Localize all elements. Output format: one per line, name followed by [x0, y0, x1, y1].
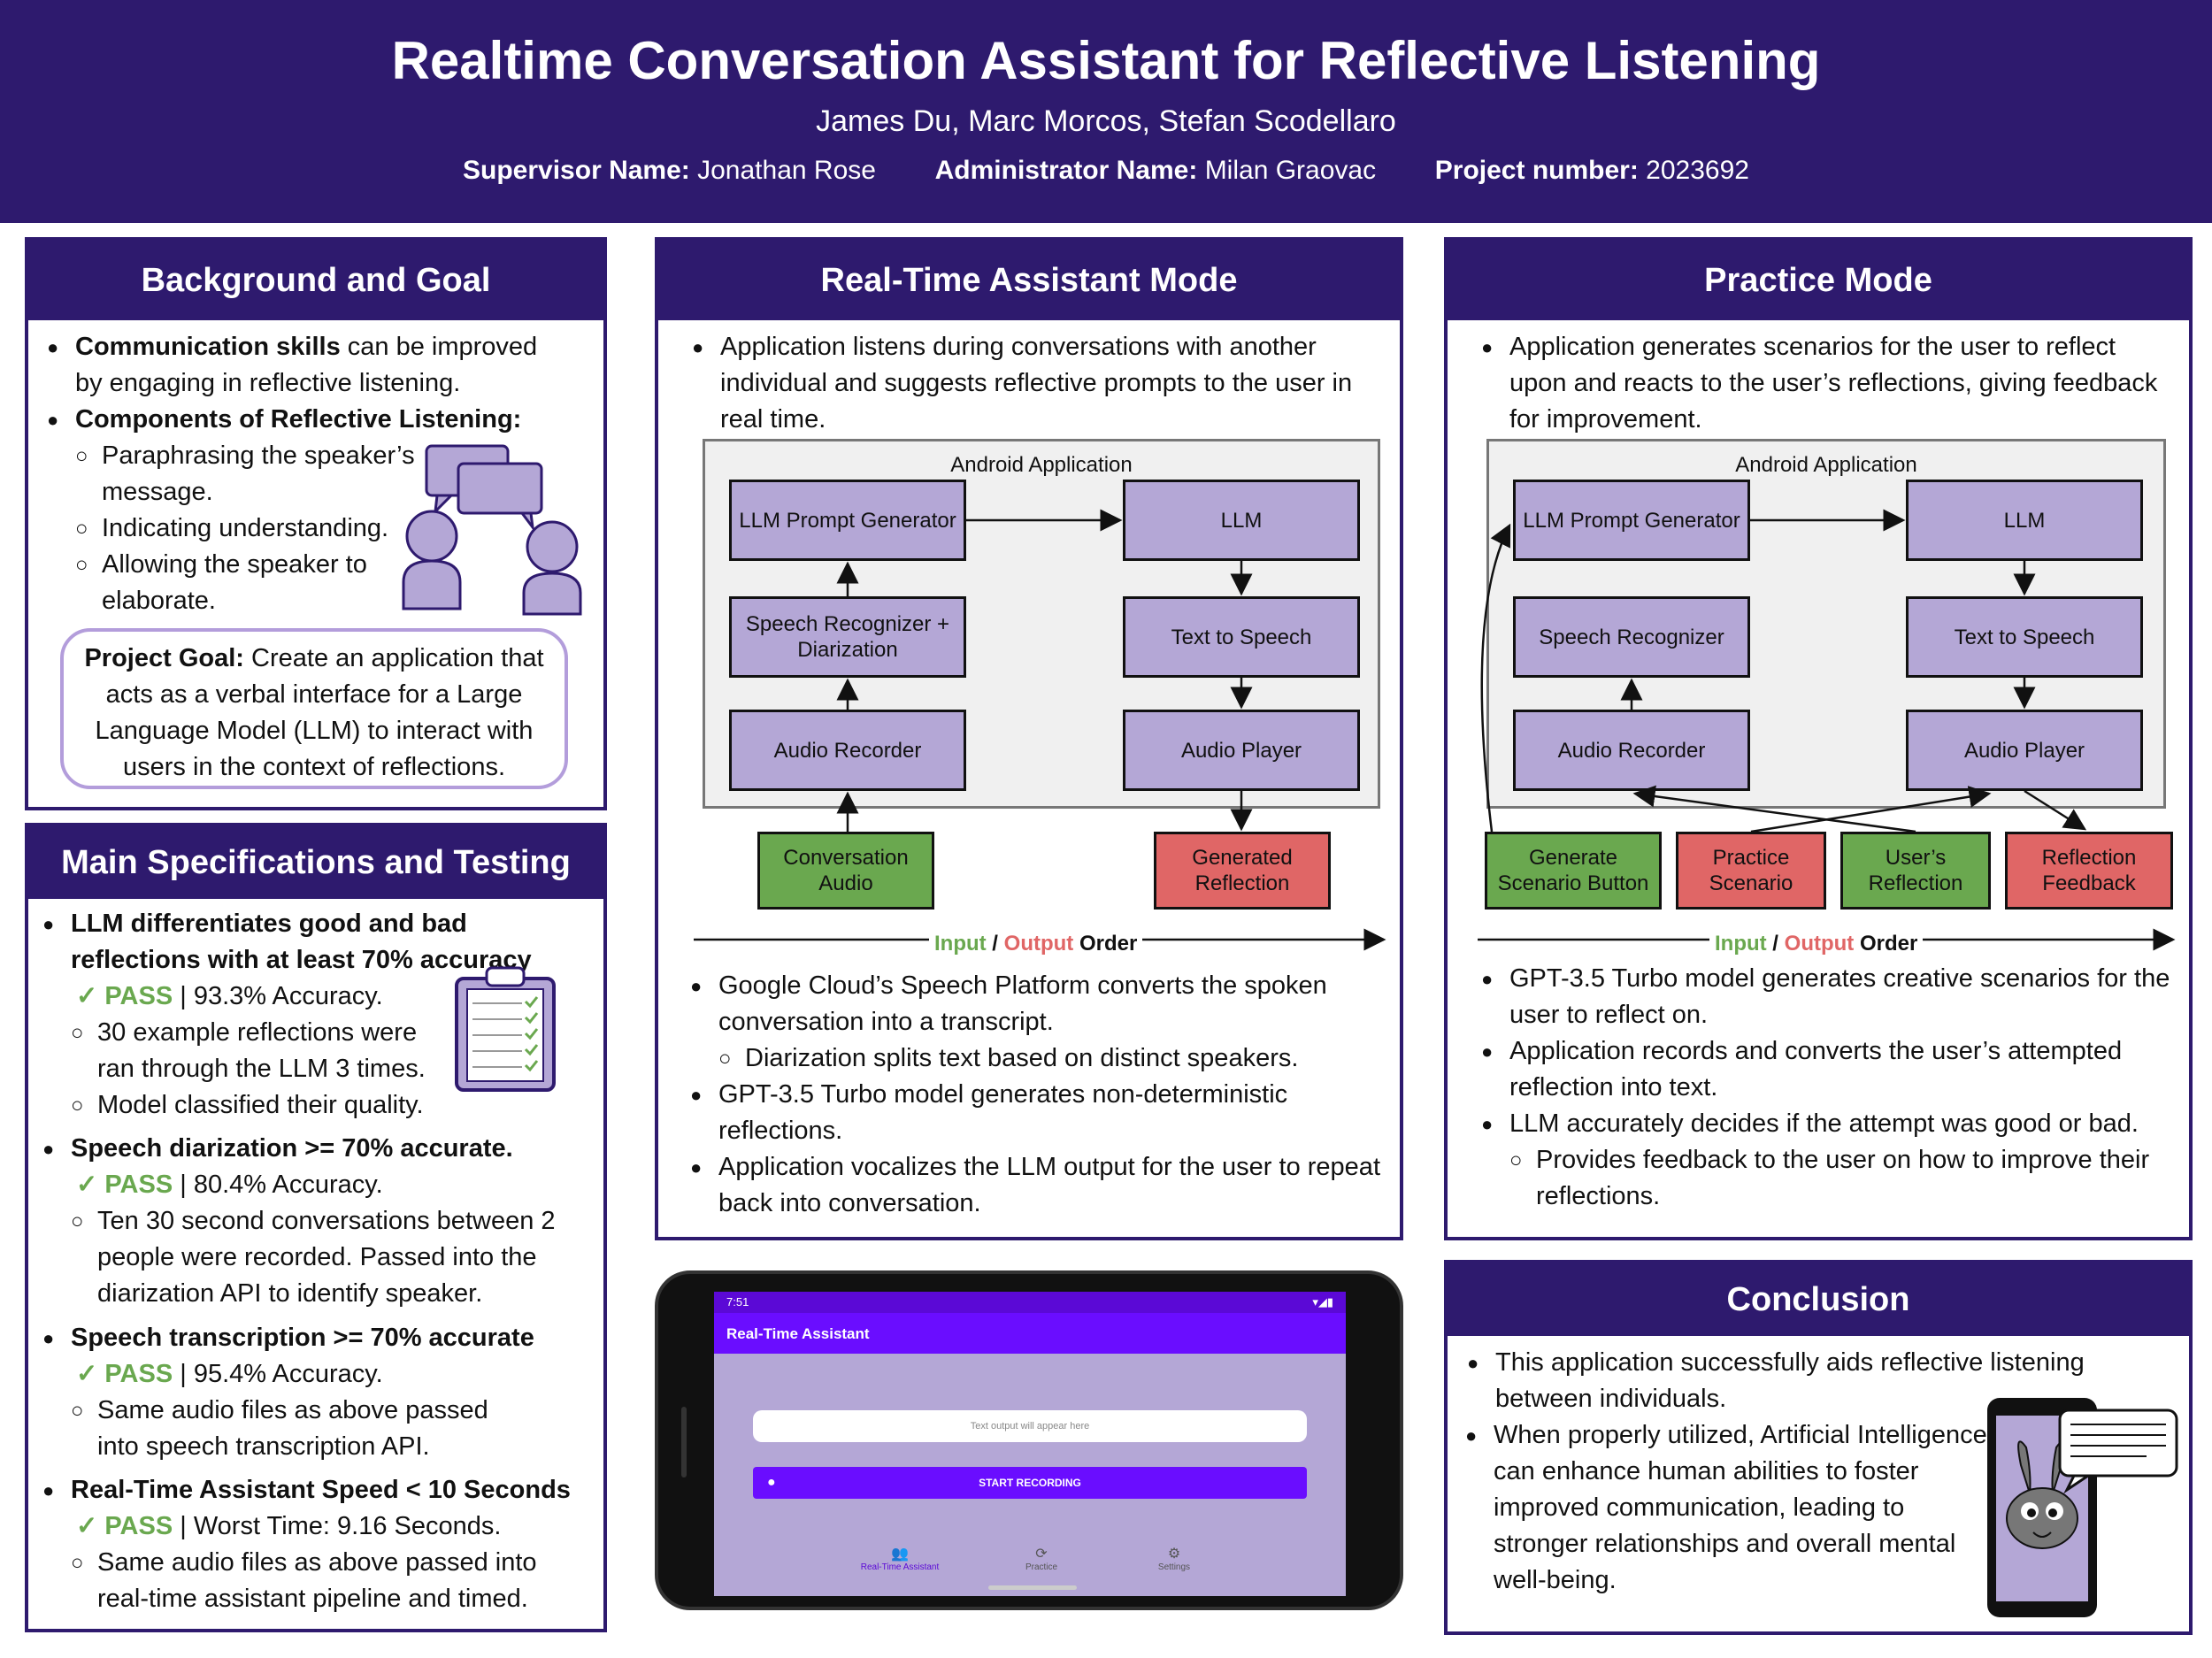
authors: James Du, Marc Morcos, Stefan Scodellaro	[816, 104, 1396, 138]
background-bullet-2: Components of Reflective Listening:	[47, 402, 571, 438]
admin-name: Milan Graovac	[1204, 156, 1377, 185]
home-indicator	[988, 1585, 1077, 1590]
pm-llm-prompt-generator: LLM Prompt Generator	[1513, 480, 1750, 561]
gear-icon: ⚙	[1167, 1547, 1181, 1562]
phone-mockup: 7:51 ▾◢▮ Real-Time Assistant Text output …	[655, 1270, 1403, 1610]
spec-1-result: ✓ PASS | 93.3% Accuracy.	[76, 982, 383, 1010]
realtime-sub-1: Diarization splits text based on distinc…	[718, 1040, 1391, 1077]
text-output-field[interactable]: Text output will appear here	[753, 1410, 1307, 1442]
conclusion-bullet-1: This application successfully aids refle…	[1467, 1345, 2168, 1417]
specs-panel: Main Specifications and Testing LLM diff…	[25, 823, 607, 1632]
rt-audio-recorder: Audio Recorder	[729, 710, 966, 791]
pm-order-label: Input / Output Order	[1709, 925, 1924, 962]
background-sub-1: Paraphrasing the speaker’s message.	[75, 438, 438, 510]
realtime-panel: Real-Time Assistant Mode Application lis…	[655, 237, 1403, 1240]
conclusion-panel: Conclusion This application successfully…	[1444, 1260, 2193, 1635]
realtime-heading: Real-Time Assistant Mode	[658, 241, 1400, 320]
spec-3-title: Speech transcription >= 70% accurate	[42, 1320, 584, 1356]
pm-reflection-feedback: Reflection Feedback	[2005, 832, 2173, 910]
background-sub-3: Allowing the speaker to elaborate.	[75, 547, 403, 619]
practice-bullet-2: Application records and converts the use…	[1481, 1033, 2182, 1106]
supervisor-label: Supervisor Name:	[463, 156, 690, 185]
realtime-bullet-1: Google Cloud’s Speech Platform converts …	[690, 968, 1391, 1040]
poster-title: Realtime Conversation Assistant for Refl…	[391, 31, 1821, 90]
nav-settings[interactable]: ⚙Settings	[1121, 1545, 1227, 1572]
phone-side-button	[681, 1407, 687, 1478]
rt-speech-recognizer: Speech Recognizer + Diarization	[729, 596, 966, 678]
conversation-people-icon	[402, 444, 582, 616]
project-meta: Supervisor Name: Jonathan Rose Administr…	[0, 156, 2212, 186]
practice-intro: Application generates scenarios for the …	[1481, 329, 2173, 438]
admin-label: Administrator Name:	[934, 156, 1198, 185]
pm-generate-scenario-button: Generate Scenario Button	[1485, 832, 1662, 910]
realtime-bullet-3: Application vocalizes the LLM output for…	[690, 1149, 1391, 1222]
microphone-icon: ●	[767, 1475, 776, 1490]
spec-1-sub-2: Model classified their quality.	[71, 1087, 469, 1124]
spec-3-sub-1: Same audio files as above passed into sp…	[71, 1393, 522, 1465]
spec-2-title: Speech diarization >= 70% accurate.	[42, 1131, 584, 1167]
spec-3-result: ✓ PASS | 95.4% Accuracy.	[76, 1360, 383, 1388]
spec-1-sub-1: 30 example reflections were ran through …	[71, 1015, 451, 1087]
specs-heading: Main Specifications and Testing	[28, 826, 603, 899]
project-label: Project number:	[1434, 156, 1639, 185]
project-number: 2023692	[1646, 156, 1749, 185]
refresh-icon: ⟳	[1035, 1547, 1048, 1562]
supervisor-name: Jonathan Rose	[697, 156, 876, 185]
pm-audio-player: Audio Player	[1906, 710, 2143, 791]
pm-practice-scenario: Practice Scenario	[1676, 832, 1826, 910]
poster-header: Realtime Conversation Assistant for Refl…	[0, 0, 2212, 223]
realtime-flow-arrows	[694, 509, 1386, 951]
rt-llm-prompt-generator: LLM Prompt Generator	[729, 480, 966, 561]
rt-order-label: Input / Output Order	[929, 925, 1143, 962]
status-bar: 7:51 ▾◢▮	[714, 1292, 1346, 1313]
practice-sub-1: Provides feedback to the user on how to …	[1509, 1142, 2155, 1215]
practice-bullet-3: LLM accurately decides if the attempt wa…	[1481, 1106, 2182, 1142]
conclusion-bullet-2: When properly utilized, Artificial Intel…	[1465, 1417, 1989, 1599]
rt-conversation-audio: Conversation Audio	[757, 832, 934, 910]
spec-2-result: ✓ PASS | 80.4% Accuracy.	[76, 1171, 383, 1199]
rt-audio-player: Audio Player	[1123, 710, 1360, 791]
pm-users-reflection: User’s Reflection	[1840, 832, 1991, 910]
spec-4-result: ✓ PASS | Worst Time: 9.16 Seconds.	[76, 1512, 502, 1540]
pm-llm: LLM	[1906, 480, 2143, 561]
spec-1-title: LLM differentiates good and bad reflecti…	[42, 906, 584, 979]
people-icon: 👥	[891, 1547, 909, 1562]
rt-text-to-speech: Text to Speech	[1123, 596, 1360, 678]
start-recording-label: START RECORDING	[979, 1477, 1081, 1489]
practice-heading: Practice Mode	[1448, 241, 2189, 320]
background-panel: Background and Goal Communication skills…	[25, 237, 607, 810]
rt-llm: LLM	[1123, 480, 1360, 561]
background-sub-2: Indicating understanding.	[75, 510, 438, 547]
nav-realtime-assistant[interactable]: 👥Real-Time Assistant	[847, 1545, 953, 1572]
spec-2-sub-1: Ten 30 second conversations between 2 pe…	[71, 1203, 575, 1312]
clipboard-checklist-icon	[455, 966, 556, 1092]
spec-4-title: Real-Time Assistant Speed < 10 Seconds	[42, 1472, 593, 1508]
practice-bullet-1: GPT-3.5 Turbo model generates creative s…	[1481, 961, 2182, 1033]
background-bullet-1: Communication skills can be improved by …	[47, 329, 571, 402]
project-goal-box: Project Goal: Create an application that…	[60, 628, 568, 789]
pm-text-to-speech: Text to Speech	[1906, 596, 2143, 678]
phone-screen: 7:51 ▾◢▮ Real-Time Assistant Text output …	[714, 1292, 1346, 1596]
practice-panel: Practice Mode Application generates scen…	[1444, 237, 2193, 1240]
realtime-bullet-2: GPT-3.5 Turbo model generates non-determ…	[690, 1077, 1391, 1149]
conclusion-heading: Conclusion	[1448, 1263, 2189, 1336]
pm-speech-recognizer: Speech Recognizer	[1513, 596, 1750, 678]
pm-audio-recorder: Audio Recorder	[1513, 710, 1750, 791]
nav-practice[interactable]: ⟳Practice	[988, 1545, 1094, 1572]
app-bar: Real-Time Assistant	[714, 1313, 1346, 1354]
phone-rabbit-illustration	[1987, 1398, 2178, 1617]
practice-flow-arrows	[1478, 509, 2176, 951]
background-heading: Background and Goal	[28, 241, 603, 320]
realtime-intro: Application listens during conversations…	[692, 329, 1384, 438]
app-bar-title: Real-Time Assistant	[726, 1325, 870, 1342]
start-recording-button[interactable]: ● START RECORDING	[753, 1467, 1307, 1499]
status-time: 7:51	[726, 1295, 749, 1309]
rt-generated-reflection: Generated Reflection	[1154, 832, 1331, 910]
spec-4-sub-1: Same audio files as above passed into re…	[71, 1545, 575, 1617]
status-icons: ▾◢▮	[1312, 1295, 1333, 1309]
